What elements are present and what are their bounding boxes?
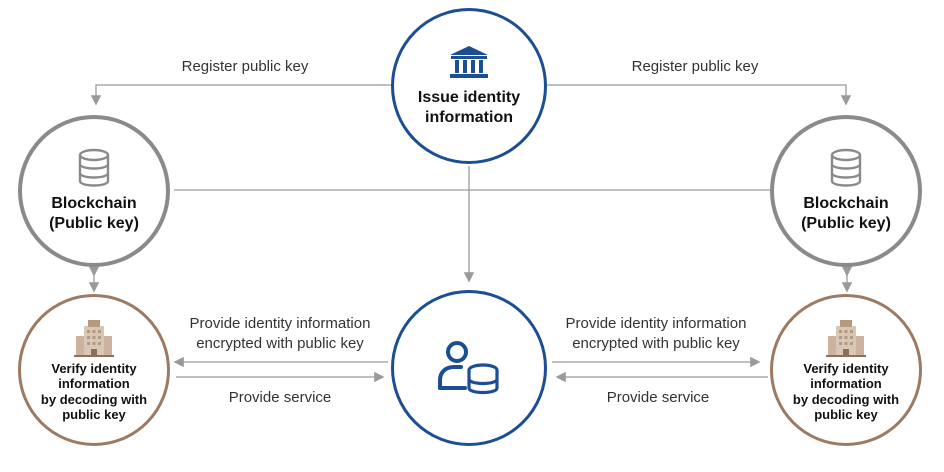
verifier-right-label: Verify identity information by decoding …	[793, 361, 899, 422]
label-provide-info-right-line2: encrypted with public key	[572, 335, 740, 352]
verifier-left-label: Verify identity information by decoding …	[41, 361, 147, 422]
label-provide-info-right-line1: Provide identity information	[565, 315, 747, 332]
building-icon	[74, 319, 114, 357]
verifier-right-line4: public key	[814, 406, 878, 422]
issuer-node: Issue identity information	[391, 8, 547, 164]
edge-register-left	[90, 84, 392, 106]
verifier-right-node: Verify identity information by decoding …	[770, 294, 922, 446]
user-database-icon	[438, 341, 499, 395]
blockchain-left-line1: Blockchain	[51, 195, 137, 212]
bank-icon	[450, 46, 488, 78]
label-service-left: Provide service	[228, 389, 332, 406]
blockchain-left-line2: (Public key)	[49, 215, 139, 232]
building-icon	[826, 319, 866, 357]
label-service-right: Provide service	[606, 389, 710, 406]
blockchain-left-node: Blockchain (Public key)	[18, 115, 170, 267]
database-icon	[830, 148, 862, 187]
label-provide-info-left-line1: Provide identity information	[189, 315, 371, 332]
verifier-left-node: Verify identity information by decoding …	[18, 294, 170, 446]
edge-register-right	[546, 84, 852, 106]
blockchain-right-line2: (Public key)	[801, 215, 891, 232]
verifier-right-line3: by decoding with	[792, 391, 900, 407]
label-register-right: Register public key	[631, 58, 759, 75]
verifier-right-line2: information	[810, 376, 882, 392]
database-icon	[78, 148, 110, 187]
issuer-label-line1: Issue identity	[417, 89, 521, 106]
label-provide-info-left-line2: encrypted with public key	[196, 335, 364, 352]
verifier-left-line2: information	[58, 376, 130, 392]
verifier-left-line1: Verify identity	[51, 360, 137, 376]
user-node	[391, 290, 547, 446]
verifier-left-line3: by decoding with	[40, 391, 148, 407]
verifier-right-line1: Verify identity	[803, 360, 889, 376]
verifier-left-line4: public key	[62, 406, 126, 422]
blockchain-right-node: Blockchain (Public key)	[770, 115, 922, 267]
label-register-left: Register public key	[181, 58, 309, 75]
label-provide-info-left: Provide identity information encrypted w…	[180, 314, 380, 354]
issuer-label: Issue identity information	[418, 88, 520, 128]
issuer-label-line2: information	[425, 109, 513, 126]
blockchain-right-line1: Blockchain	[803, 195, 889, 212]
label-provide-info-right: Provide identity information encrypted w…	[556, 314, 756, 354]
blockchain-left-label: Blockchain (Public key)	[49, 194, 139, 234]
blockchain-right-label: Blockchain (Public key)	[801, 194, 891, 234]
